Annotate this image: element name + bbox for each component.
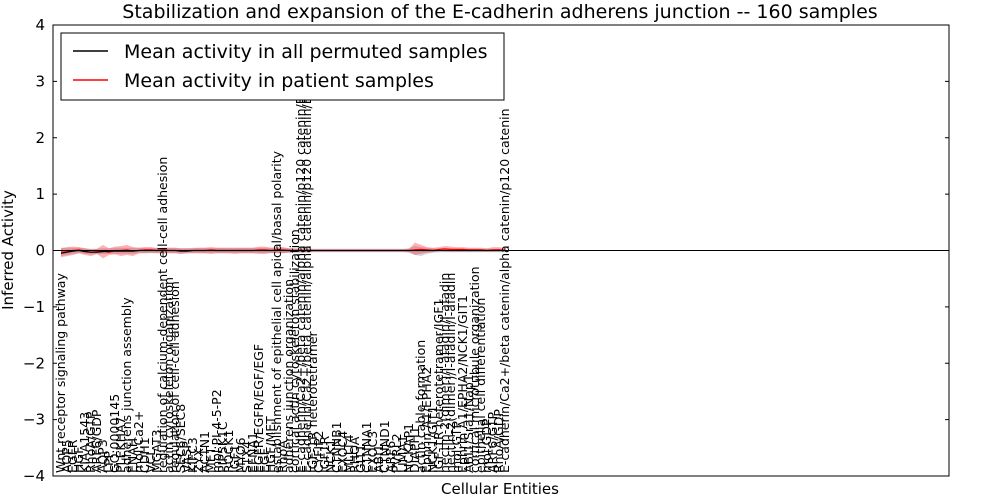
x-tick-label: CTNNA1 <box>359 421 374 473</box>
y-tick-label: 0 <box>35 242 45 260</box>
x-tick-label: RhoA/GDP <box>491 409 506 473</box>
x-tick-label: IGF-1R heterotetramer <box>305 330 320 473</box>
legend-label-patient: Mean activity in patient samples <box>124 70 434 92</box>
plot-frame <box>52 24 950 477</box>
x-tick-label: MGAT3 <box>149 429 164 473</box>
x-tick-label: nectin-2(dimer)/I-afadin/I-afadin <box>437 273 452 473</box>
x-tick-label: mol:GTP <box>449 421 464 473</box>
x-tick-label: LIMA1 <box>395 435 410 473</box>
x-tick-label: PVRL2 <box>389 433 404 473</box>
x-tick-label: ENAH <box>125 438 140 473</box>
y-tick-label: 1 <box>35 185 45 203</box>
x-tick-label: ARF6/GDP <box>89 409 104 473</box>
x-tick-label: mol:PI-4-5-P2 <box>209 389 224 473</box>
x-tick-label: HGF <box>71 447 86 473</box>
y-tick-label: −4 <box>23 467 45 485</box>
x-tick-label: E-cadherin/Ca2+/beta catenin/alpha caten… <box>293 69 308 473</box>
x-tick-label: MET <box>203 446 218 473</box>
x-tick-label: ABI1 <box>371 444 386 473</box>
x-tick-label: EGFR/EGFR/EGF/EGF <box>251 344 266 473</box>
x-tick-label: E-cadherin/Ca2+/beta catenin/alpha caten… <box>497 108 512 473</box>
x-tick-label: regulation of cell-cell adhesion <box>167 281 182 473</box>
x-tick-label: nectin-2(dimer)/I-afadin/I-afadin <box>443 273 458 473</box>
x-tick-label: PIP5K1C <box>215 421 230 473</box>
x-tick-label: SEC6/SEC8 <box>173 404 188 473</box>
y-tick-label: 2 <box>35 129 45 147</box>
y-tick-label: −2 <box>23 354 45 372</box>
x-tick-label: ABI1/Sra1/Nap1 <box>461 374 476 473</box>
x-tick-label: CDH1 <box>137 437 152 473</box>
x-tick-label: IGF1 <box>227 444 242 473</box>
x-tick-label: HGF/MET <box>263 416 278 473</box>
x-tick-label: IGF1R <box>317 435 332 473</box>
x-tick-label: mol:GDP <box>479 418 494 473</box>
legend-box <box>60 32 505 101</box>
x-tick-label: CTNNB1 <box>329 421 344 473</box>
x-tick-label: cortical actin cytoskeleton stabilizatio… <box>287 229 302 473</box>
x-tick-label: KIAA1543 <box>77 412 92 473</box>
x-tick-label: establishment of epithelial cell apical/… <box>269 150 284 473</box>
x-tick-label: cortical microtubule organization <box>467 266 482 473</box>
x-tick-label: adherens junction organization <box>281 279 296 473</box>
x-tick-label: GIT1 <box>353 444 368 473</box>
x-tick-label: CTNND1 <box>377 420 392 473</box>
x-tick-label: VCL <box>143 449 158 473</box>
y-tick-label: 4 <box>35 16 45 34</box>
legend: Mean activity in all permuted samples Me… <box>60 32 505 101</box>
x-tick-label: CYFIP2 <box>311 430 326 473</box>
x-tick-label: MYO6 <box>233 437 248 473</box>
y-tick-label: 3 <box>35 72 45 90</box>
x-tick-label: Wnt receptor signaling pathway <box>53 273 68 473</box>
x-tick-label: ROCK1 <box>221 430 236 473</box>
x-tick-label: ARF6 <box>383 441 398 473</box>
x-tick-label: RHOA <box>347 436 362 473</box>
x-tick-label: EXOC3 <box>365 431 380 473</box>
x-tick-label: AQP3 <box>95 439 110 473</box>
x-tick-label: Ephrin A1/EPHA2/NCK1/GIT1 <box>455 295 470 473</box>
x-tick-label: EXOC4 <box>335 431 350 473</box>
x-tick-label: Ephrin A1/EPHA2 <box>419 367 434 473</box>
x-tick-label: ZYX <box>191 448 206 473</box>
x-tick-label: GO:0000145 <box>107 394 122 473</box>
x-tick-label: mol:Ca2+ <box>131 411 146 473</box>
x-tick-label: IGF-1R heterotetramer/IGF1 <box>431 299 446 473</box>
x-tick-label: MLLT4 <box>341 434 356 473</box>
x-tick-label: RhoA/GTP <box>83 411 98 473</box>
x-tick-label: NCK1/GIT1 <box>425 406 440 473</box>
x-tick-label: EGF <box>257 448 272 473</box>
x-tick-label: AQP5 <box>59 439 74 473</box>
x-tick-label: EGFR <box>65 439 80 473</box>
x-tick-label: ARF6/GTP <box>485 412 500 473</box>
x-tick-label: STX4 <box>239 441 254 473</box>
x-tick-label: actin cable formation <box>413 340 428 473</box>
x-tick-label: ACTN1 <box>197 431 212 473</box>
x-tick-label: epithelial cell differentiation <box>473 298 488 473</box>
x-tick-label: NCKAP1 <box>401 423 416 473</box>
legend-label-permuted: Mean activity in all permuted samples <box>124 41 487 63</box>
y-axis-label: Inferred Activity <box>0 190 17 310</box>
x-tick-label: KIFC3 <box>185 437 200 473</box>
x-tick-label: actin cytoskeleton organization <box>161 277 176 473</box>
x-tick-label: regulation of calcium-dependent cell-cel… <box>155 157 170 473</box>
x-tick-label: RhoA <box>275 440 290 473</box>
y-tick-label: −1 <box>23 298 45 316</box>
x-tick-label: EFNA1 <box>245 432 260 473</box>
x-tick-label: LPP <box>101 450 116 473</box>
x-tick-label: NCK1 <box>323 439 338 473</box>
x-tick-label: PLEKHA7 <box>113 416 128 473</box>
x-tick-label: DIAPH1 <box>407 426 422 473</box>
y-tick-label: −3 <box>23 411 45 429</box>
x-tick-label: adherens junction assembly <box>119 297 134 473</box>
chart-title: Stabilization and expansion of the E-cad… <box>122 1 877 23</box>
y-axis: −4 −3 −2 −1 0 1 2 3 4 <box>23 16 949 485</box>
x-tick-label: E-cadherin/Ca2+/beta catenin/alpha caten… <box>299 34 314 473</box>
x-tick-labels: Wnt receptor signaling pathwayAQP5EGFRHG… <box>53 34 512 473</box>
x-tick-label: VASP <box>179 441 194 473</box>
x-axis-label: Cellular Entities <box>441 480 559 498</box>
